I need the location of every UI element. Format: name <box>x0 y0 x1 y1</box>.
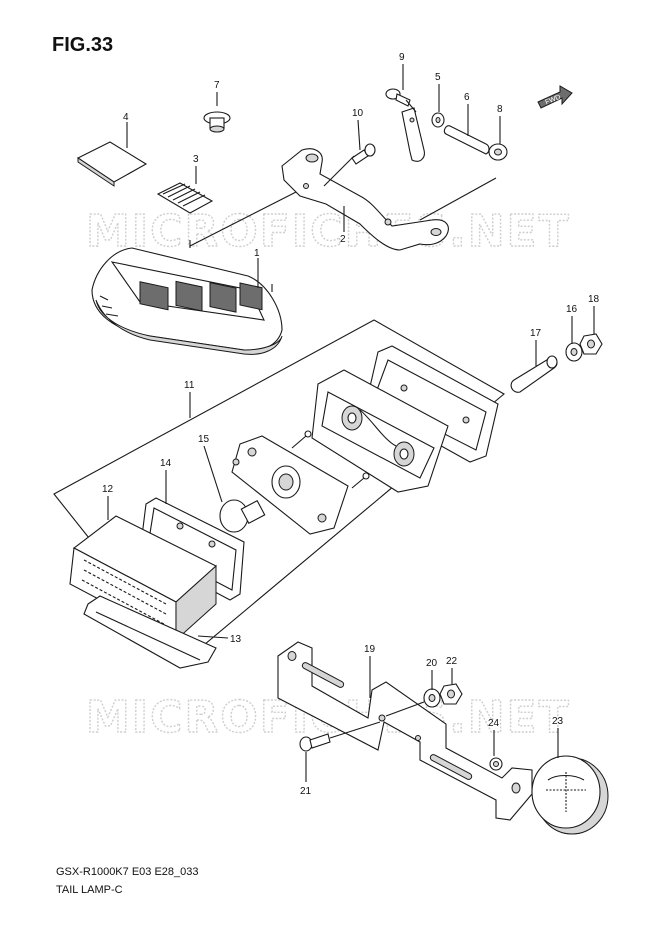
part-24-nut <box>489 757 503 771</box>
callout-9: 9 <box>399 52 405 63</box>
part-13-reflector <box>83 595 217 669</box>
part-7-screw <box>203 111 231 133</box>
callout-21: 21 <box>300 786 312 797</box>
part-9-strap <box>401 107 425 162</box>
callout-8: 8 <box>497 104 503 115</box>
callout-17: 17 <box>530 328 542 339</box>
part-22-nut <box>439 683 463 705</box>
leader-lines <box>107 64 595 782</box>
part-4-sticker <box>76 141 148 187</box>
part-16-washer <box>565 342 583 362</box>
callout-3: 3 <box>193 154 199 165</box>
callout-20: 20 <box>426 658 438 669</box>
part-20-washer <box>423 688 441 708</box>
part-15-bulb <box>219 499 266 533</box>
callout-4: 4 <box>123 112 129 123</box>
part-17-collar <box>510 355 558 393</box>
part-12-lens <box>69 515 217 642</box>
callout-1: 1 <box>254 248 260 259</box>
part-10-screw <box>351 143 376 165</box>
callout-7: 7 <box>214 80 220 91</box>
part-bulb-socket <box>231 430 370 535</box>
part-1-tail-lamp <box>91 240 283 355</box>
part-21-screw <box>299 733 331 752</box>
callout-22: 22 <box>446 656 458 667</box>
watermark-top: MICROFICHES.NET <box>86 206 571 257</box>
model-code: GSX-R1000K7 E03 E28_033 <box>56 866 199 878</box>
callout-2: 2 <box>340 234 346 245</box>
callout-15: 15 <box>198 434 210 445</box>
part-socket-housing <box>311 369 449 493</box>
part-2-bracket <box>281 148 449 251</box>
callout-12: 12 <box>102 484 114 495</box>
fwd-arrow-icon: FWD <box>537 85 573 109</box>
part-3-reflector <box>156 182 214 214</box>
callout-11: 11 <box>184 380 195 391</box>
fwd-label: FWD <box>544 94 561 106</box>
callout-24: 24 <box>488 718 500 729</box>
callout-18: 18 <box>588 294 600 305</box>
callout-13: 13 <box>230 634 242 645</box>
part-6-sleeve <box>443 125 490 155</box>
figure-title: FIG.33 <box>52 34 114 56</box>
part-19-bracket <box>277 641 533 821</box>
callout-16: 16 <box>566 304 578 315</box>
callout-6: 6 <box>464 92 470 103</box>
part-5-washer <box>431 112 445 128</box>
part-23-cap <box>531 755 609 835</box>
part-18-nut <box>579 333 603 355</box>
part-9-bolt <box>385 88 411 107</box>
section-name: TAIL LAMP-C <box>56 884 123 896</box>
callout-14: 14 <box>160 458 172 469</box>
callout-10: 10 <box>352 108 364 119</box>
callout-23: 23 <box>552 716 564 727</box>
callout-5: 5 <box>435 72 441 83</box>
part-8-nut <box>488 143 508 161</box>
callout-19: 19 <box>364 644 376 655</box>
